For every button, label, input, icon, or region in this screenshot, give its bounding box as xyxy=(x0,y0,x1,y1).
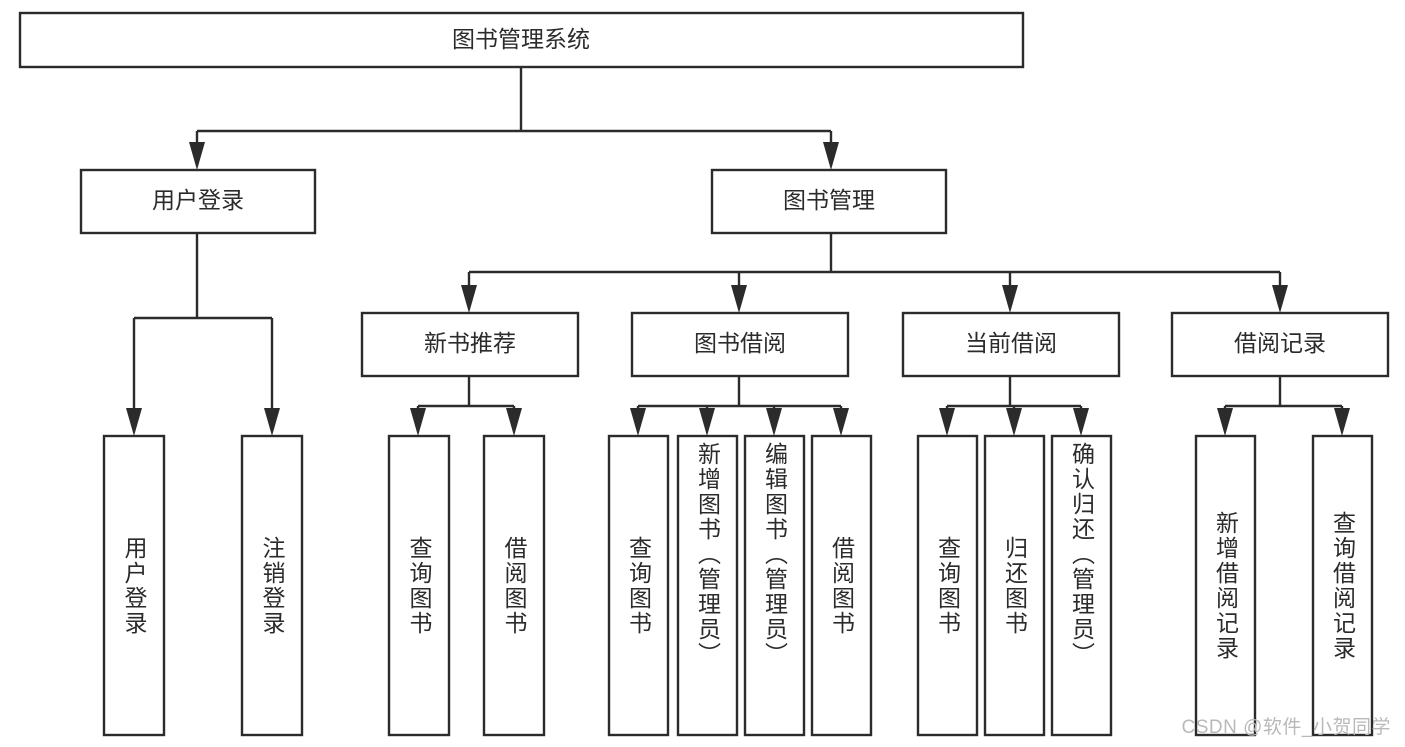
node-new-book-recommend[interactable] xyxy=(360,311,580,378)
arrow-icon-l3-1 xyxy=(731,285,747,313)
leaf-box-book-borrow-0[interactable] xyxy=(607,434,670,737)
watermark-text: CSDN @软件_小贺同学 xyxy=(1181,717,1391,738)
leaf-box-book-borrow-1[interactable] xyxy=(676,434,739,737)
arrow-icon-l3-3 xyxy=(1272,285,1288,313)
node-root-book-management-system[interactable] xyxy=(18,11,1025,69)
connectors-group xyxy=(132,67,1344,408)
node-user-login-label: 用户登录 xyxy=(152,187,244,213)
leaf-box-borrow-record-0[interactable] xyxy=(1194,434,1257,737)
arrow-icon-userlogin-leaf-1 xyxy=(264,408,280,436)
arrow-icon-to-user-login xyxy=(189,142,205,170)
node-book-borrow-label: 图书借阅 xyxy=(694,330,786,356)
arrowheads-group xyxy=(126,142,1350,436)
leaf-box-current-borrow-1[interactable] xyxy=(983,434,1046,737)
arrow-icon-l3-2 xyxy=(1002,285,1018,313)
node-current-borrow[interactable] xyxy=(901,311,1121,378)
leaf-box-current-borrow-2[interactable] xyxy=(1050,434,1113,737)
leaf-box-new-book-0[interactable] xyxy=(387,434,451,737)
arrow-icon-borrow-leaf-2 xyxy=(766,408,782,436)
arrow-icon-newbook-leaf-1 xyxy=(506,408,522,436)
leaf-box-new-book-1[interactable] xyxy=(482,434,546,737)
arrow-icon-l3-0 xyxy=(461,285,477,313)
leaf-box-current-borrow-0[interactable] xyxy=(916,434,979,737)
arrow-icon-borrow-leaf-3 xyxy=(833,408,849,436)
leaf-box-user-login-1[interactable] xyxy=(240,434,304,737)
node-current-borrow-label: 当前借阅 xyxy=(965,330,1057,356)
arrow-icon-newbook-leaf-0 xyxy=(410,408,426,436)
node-borrow-record[interactable] xyxy=(1170,311,1390,378)
arrow-icon-borrow-leaf-1 xyxy=(699,408,715,436)
leaf-box-book-borrow-2[interactable] xyxy=(743,434,806,737)
node-book-management[interactable] xyxy=(710,168,948,235)
arrow-icon-current-leaf-2 xyxy=(1073,408,1089,436)
arrow-icon-to-book-mgmt xyxy=(823,142,839,170)
node-root-label: 图书管理系统 xyxy=(452,26,590,52)
leaf-box-book-borrow-3[interactable] xyxy=(810,434,873,737)
arrow-icon-current-leaf-1 xyxy=(1006,408,1022,436)
nodes-group: 图书管理系统 用户登录 图书管理 新书推荐 图书借阅 当前借阅 借阅记录 xyxy=(18,11,1390,737)
node-book-management-label: 图书管理 xyxy=(783,187,875,213)
arrow-icon-borrow-leaf-0 xyxy=(630,408,646,436)
node-borrow-record-label: 借阅记录 xyxy=(1234,330,1326,356)
node-user-login[interactable] xyxy=(79,168,317,235)
leaf-box-user-login-0[interactable] xyxy=(102,434,166,737)
leaf-box-borrow-record-1[interactable] xyxy=(1311,434,1374,737)
arrow-icon-record-leaf-1 xyxy=(1334,408,1350,436)
node-book-borrow[interactable] xyxy=(630,311,850,378)
node-new-book-recommend-label: 新书推荐 xyxy=(424,330,516,356)
arrow-icon-current-leaf-0 xyxy=(939,408,955,436)
arrow-icon-record-leaf-0 xyxy=(1217,408,1233,436)
arrow-icon-userlogin-leaf-0 xyxy=(126,408,142,436)
